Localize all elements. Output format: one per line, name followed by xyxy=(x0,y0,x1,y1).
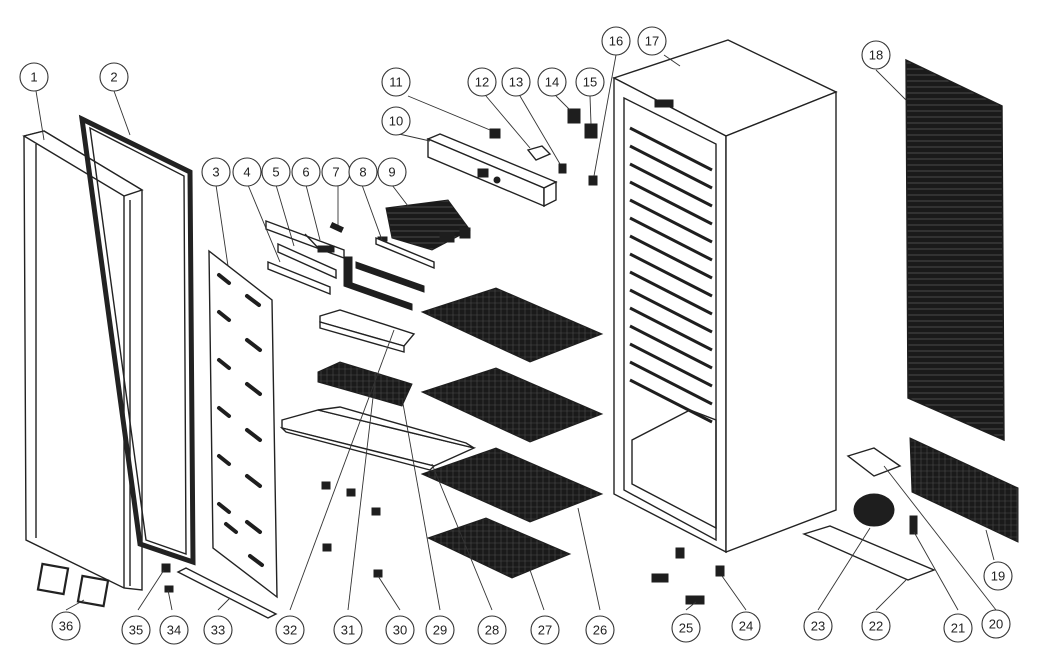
svg-text:27: 27 xyxy=(538,623,552,638)
svg-text:15: 15 xyxy=(583,75,597,90)
svg-text:25: 25 xyxy=(679,621,693,636)
callout-8: 8 xyxy=(348,157,378,187)
svg-text:22: 22 xyxy=(869,619,883,634)
callout-11: 11 xyxy=(381,67,411,97)
callout-35: 35 xyxy=(121,615,151,645)
callout-34: 34 xyxy=(159,615,189,645)
callout-30: 30 xyxy=(385,615,415,645)
callout-4: 4 xyxy=(232,157,262,187)
callout-22: 22 xyxy=(861,611,891,641)
svg-text:24: 24 xyxy=(739,619,753,634)
svg-text:31: 31 xyxy=(341,623,355,638)
svg-text:19: 19 xyxy=(991,569,1005,584)
callout-10: 10 xyxy=(381,106,411,136)
callout-29: 29 xyxy=(425,615,455,645)
wire-shelf-2 xyxy=(420,367,604,443)
svg-text:21: 21 xyxy=(951,621,965,636)
callout-23: 23 xyxy=(803,611,833,641)
svg-text:35: 35 xyxy=(129,623,143,638)
svg-text:29: 29 xyxy=(433,623,447,638)
svg-text:26: 26 xyxy=(593,623,607,638)
svg-text:12: 12 xyxy=(475,75,489,90)
condenser-part-18 xyxy=(905,58,1005,442)
door-gasket-part-2 xyxy=(78,114,196,566)
callout-26: 26 xyxy=(585,615,615,645)
cabinet-part-17 xyxy=(612,39,838,554)
callout-17: 17 xyxy=(637,26,667,56)
callout-31: 31 xyxy=(333,615,363,645)
callout-33: 33 xyxy=(203,615,233,645)
svg-text:17: 17 xyxy=(645,34,659,49)
callout-19: 19 xyxy=(983,561,1013,591)
wire-shelf-3 xyxy=(420,447,604,523)
callout-3: 3 xyxy=(201,157,231,187)
svg-text:1: 1 xyxy=(30,70,37,85)
callout-5: 5 xyxy=(261,157,291,187)
callout-2: 2 xyxy=(99,62,129,92)
svg-text:23: 23 xyxy=(811,619,825,634)
callout-27: 27 xyxy=(530,615,560,645)
svg-text:34: 34 xyxy=(167,623,181,638)
small-parts-11-to-16 xyxy=(489,108,598,186)
callout-7: 7 xyxy=(321,157,351,187)
screws xyxy=(321,481,383,578)
svg-text:10: 10 xyxy=(389,114,403,129)
svg-text:7: 7 xyxy=(332,165,339,180)
callout-25: 25 xyxy=(671,613,701,643)
back-grille-part-19 xyxy=(909,437,1019,543)
callout-14: 14 xyxy=(537,67,567,97)
svg-text:11: 11 xyxy=(389,75,403,90)
svg-text:4: 4 xyxy=(243,165,250,180)
callout-12: 12 xyxy=(467,67,497,97)
svg-text:18: 18 xyxy=(869,48,883,63)
grid-shelf-small xyxy=(317,361,413,407)
crisper-tray xyxy=(279,406,477,471)
svg-text:36: 36 xyxy=(59,619,73,634)
inner-panel-part-3 xyxy=(208,249,278,599)
svg-text:33: 33 xyxy=(211,623,225,638)
svg-text:5: 5 xyxy=(272,165,279,180)
callout-28: 28 xyxy=(477,615,507,645)
bottom-components xyxy=(651,447,936,605)
wire-shelf-1 xyxy=(420,287,604,363)
shelf-brackets xyxy=(343,256,425,311)
svg-text:28: 28 xyxy=(485,623,499,638)
callout-20: 20 xyxy=(981,609,1011,639)
callout-1: 1 xyxy=(19,62,49,92)
door-part-1 xyxy=(22,130,144,591)
svg-text:20: 20 xyxy=(989,617,1003,632)
svg-text:30: 30 xyxy=(393,623,407,638)
svg-text:16: 16 xyxy=(609,34,623,49)
svg-text:32: 32 xyxy=(283,623,297,638)
control-box-part-10 xyxy=(426,133,558,208)
callout-9: 9 xyxy=(377,157,407,187)
callout-13: 13 xyxy=(501,67,531,97)
wire-shelf-4 xyxy=(426,517,572,579)
callout-36: 36 xyxy=(51,611,81,641)
base-parts-33-to-36 xyxy=(36,562,278,619)
callout-21: 21 xyxy=(943,613,973,643)
svg-text:14: 14 xyxy=(545,75,559,90)
svg-text:3: 3 xyxy=(212,165,219,180)
callout-16: 16 xyxy=(601,26,631,56)
svg-text:9: 9 xyxy=(388,165,395,180)
svg-text:2: 2 xyxy=(110,70,117,85)
svg-text:6: 6 xyxy=(302,165,309,180)
callout-6: 6 xyxy=(291,157,321,187)
drip-tray xyxy=(319,309,416,353)
callout-32: 32 xyxy=(275,615,305,645)
leader-lines xyxy=(35,54,997,611)
callout-18: 18 xyxy=(861,40,891,70)
svg-text:8: 8 xyxy=(359,165,366,180)
svg-text:13: 13 xyxy=(509,75,523,90)
callout-24: 24 xyxy=(731,611,761,641)
evaporator-part-9 xyxy=(375,199,471,270)
rails-parts-4-to-8 xyxy=(265,219,388,296)
callout-15: 15 xyxy=(575,67,605,97)
